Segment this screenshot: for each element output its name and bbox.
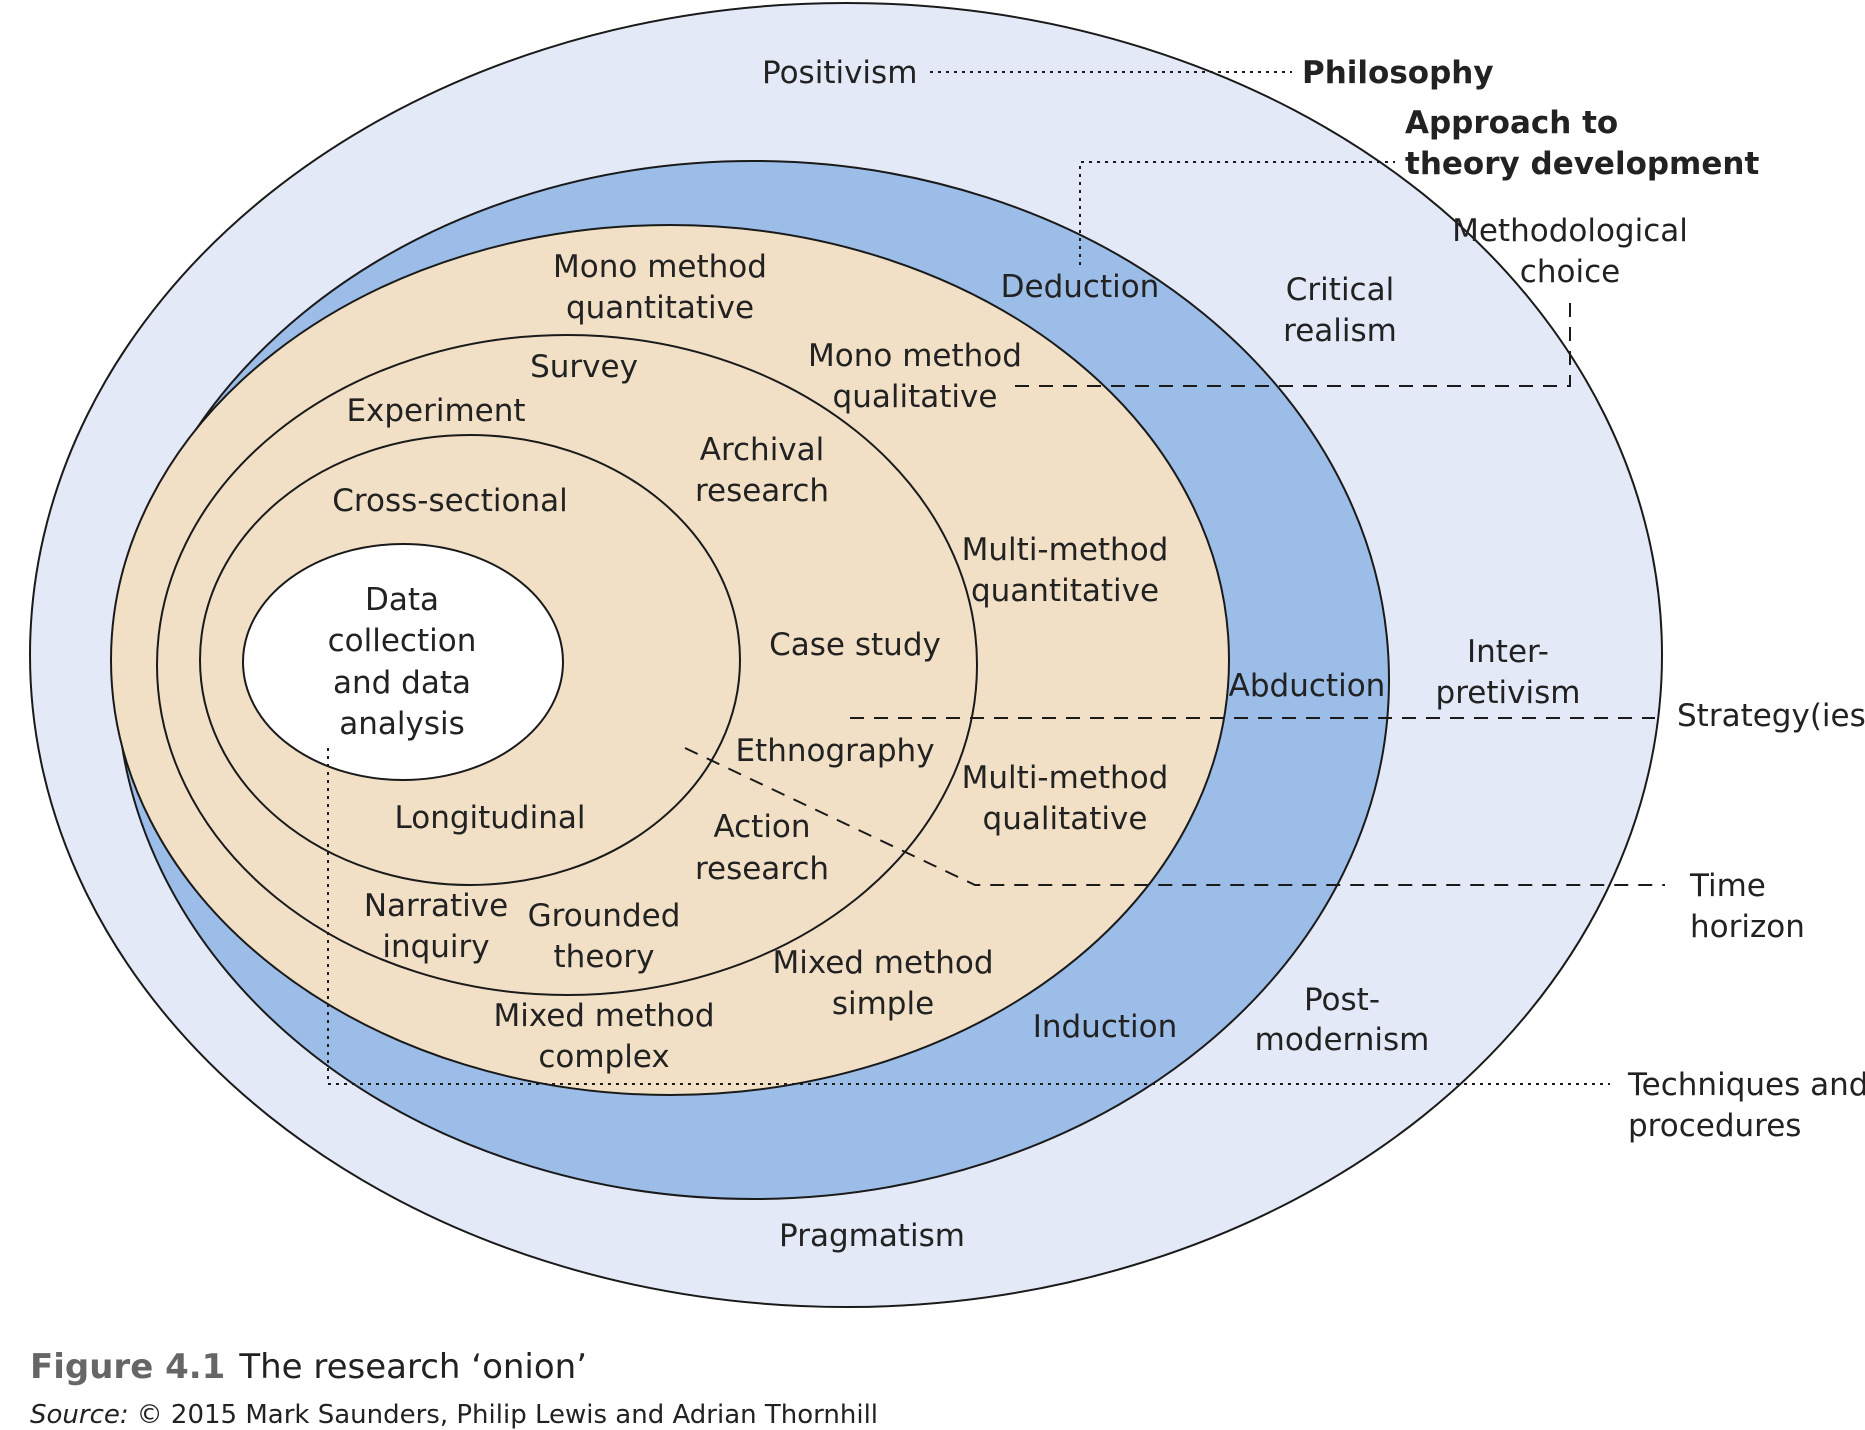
core-line-4: analysis	[339, 706, 465, 742]
strategy-layer	[156, 334, 978, 996]
label-case-study: Case study	[769, 627, 941, 663]
label-action: Action	[713, 809, 810, 845]
techniques-leader-line	[327, 748, 1610, 1085]
approach-title-line2: theory development	[1405, 146, 1759, 182]
label-grounded: Grounded	[528, 898, 681, 934]
methodological-choice-title-line1: Methodological	[1452, 213, 1688, 249]
approach-leader-line	[1079, 161, 1395, 265]
label-abduction: Abduction	[1229, 668, 1386, 704]
label-archival: Archival	[700, 432, 825, 468]
label-multi-quant-1: Multi-method	[962, 532, 1169, 568]
methodological-choice-title-line2: choice	[1520, 254, 1620, 290]
label-critical: Critical	[1286, 272, 1394, 308]
label-action-research: research	[695, 851, 829, 887]
label-survey: Survey	[530, 349, 638, 385]
techniques-title-line2: procedures	[1628, 1108, 1801, 1144]
philosophy-title: Philosophy	[1302, 55, 1494, 91]
time-horizon-layer	[199, 434, 741, 886]
source-label: Source:	[30, 1400, 129, 1430]
time-horizon-title-line1: Time	[1689, 868, 1766, 904]
core-line-3: and data	[333, 665, 471, 701]
label-pragmatism: Pragmatism	[779, 1218, 965, 1254]
approach-title-line1: Approach to	[1405, 105, 1618, 141]
label-mono-quant-2: quantitative	[566, 290, 754, 326]
time-horizon-leader-line	[684, 747, 1665, 886]
label-induction: Induction	[1033, 1009, 1178, 1045]
figure-number: Figure 4.1	[30, 1347, 226, 1387]
label-pretivism: pretivism	[1436, 675, 1581, 711]
core-line-2: collection	[328, 623, 477, 659]
source-text: © 2015 Mark Saunders, Philip Lewis and A…	[136, 1400, 879, 1430]
label-positivism: Positivism	[762, 55, 917, 91]
label-longitudinal: Longitudinal	[395, 800, 586, 836]
label-modernism: modernism	[1255, 1022, 1430, 1058]
label-mixed-complex-2: complex	[538, 1039, 669, 1075]
label-mixed-simple-2: simple	[832, 986, 934, 1022]
figure-title: The research ‘onion’	[239, 1347, 588, 1387]
label-multi-qual-1: Multi-method	[962, 760, 1169, 796]
label-mono-quant-1: Mono method	[553, 249, 767, 285]
label-multi-qual-2: qualitative	[983, 801, 1148, 837]
label-cross-sectional: Cross-sectional	[332, 483, 567, 519]
techniques-title-line1: Techniques and	[1627, 1067, 1865, 1103]
label-mono-qual-2: qualitative	[833, 379, 998, 415]
core-line-1: Data	[365, 582, 439, 618]
label-multi-quant-2: quantitative	[971, 573, 1159, 609]
label-deduction: Deduction	[1001, 269, 1160, 305]
choice-leader-line	[1015, 300, 1571, 387]
label-mixed-complex-1: Mixed method	[493, 998, 714, 1034]
figure-caption: Figure 4.1 The research ‘onion’	[30, 1347, 587, 1387]
label-narrative-inquiry: inquiry	[382, 929, 489, 965]
label-realism: realism	[1283, 313, 1397, 349]
label-post: Post-	[1304, 982, 1380, 1018]
label-experiment: Experiment	[346, 393, 525, 429]
strategy-title: Strategy(ies)	[1677, 698, 1865, 734]
figure-source: Source:© 2015 Mark Saunders, Philip Lewi…	[30, 1400, 878, 1430]
label-archival-research: research	[695, 473, 829, 509]
label-inter: Inter-	[1467, 634, 1549, 670]
time-horizon-title-line2: horizon	[1690, 909, 1805, 945]
label-ethnography: Ethnography	[735, 733, 934, 769]
label-grounded-theory: theory	[554, 939, 655, 975]
label-narrative: Narrative	[364, 888, 508, 924]
label-mixed-simple-1: Mixed method	[772, 945, 993, 981]
core-data-collection	[242, 543, 564, 781]
label-mono-qual-1: Mono method	[808, 338, 1022, 374]
